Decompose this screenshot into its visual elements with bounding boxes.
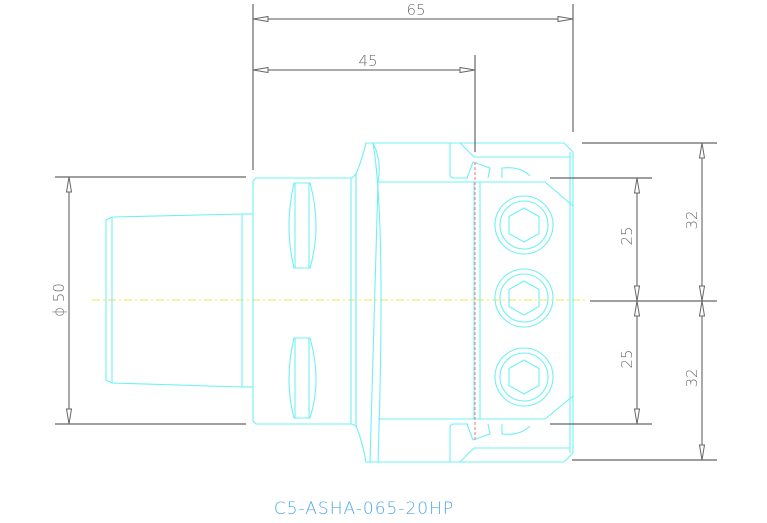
screw-middle bbox=[494, 268, 554, 328]
dim-label-25-lower: 25 bbox=[618, 349, 636, 368]
dim-label-32-upper: 32 bbox=[683, 210, 701, 229]
dimension-clamp-length: 45 bbox=[252, 52, 476, 152]
flange-body bbox=[252, 172, 357, 427]
dim-label-25-upper: 25 bbox=[618, 226, 636, 245]
dim-label-diameter-50: ϕ 50 bbox=[50, 283, 68, 317]
collar bbox=[355, 142, 382, 463]
drive-slot-upper bbox=[288, 182, 317, 269]
dim-label-65: 65 bbox=[406, 1, 425, 19]
dimension-offset-outer: 32 32 bbox=[572, 142, 717, 461]
part-number-title: C5-ASHA-065-20HP bbox=[274, 499, 454, 519]
head-block bbox=[366, 142, 574, 463]
drive-slot-lower bbox=[288, 337, 317, 419]
screw-lower bbox=[494, 347, 554, 407]
dimension-shank-diameter: ϕ 50 bbox=[50, 176, 246, 425]
insert-pocket-upper bbox=[449, 142, 570, 179]
shank-taper bbox=[105, 213, 253, 388]
dim-label-32-lower: 32 bbox=[683, 368, 701, 387]
dim-label-45: 45 bbox=[358, 52, 377, 70]
dimension-offset-inner: 25 25 bbox=[550, 177, 717, 425]
insert-pocket-lower bbox=[449, 423, 570, 463]
part-outline bbox=[105, 142, 574, 463]
dimension-overall-length: 65 bbox=[252, 1, 574, 170]
screw-upper bbox=[494, 195, 554, 255]
